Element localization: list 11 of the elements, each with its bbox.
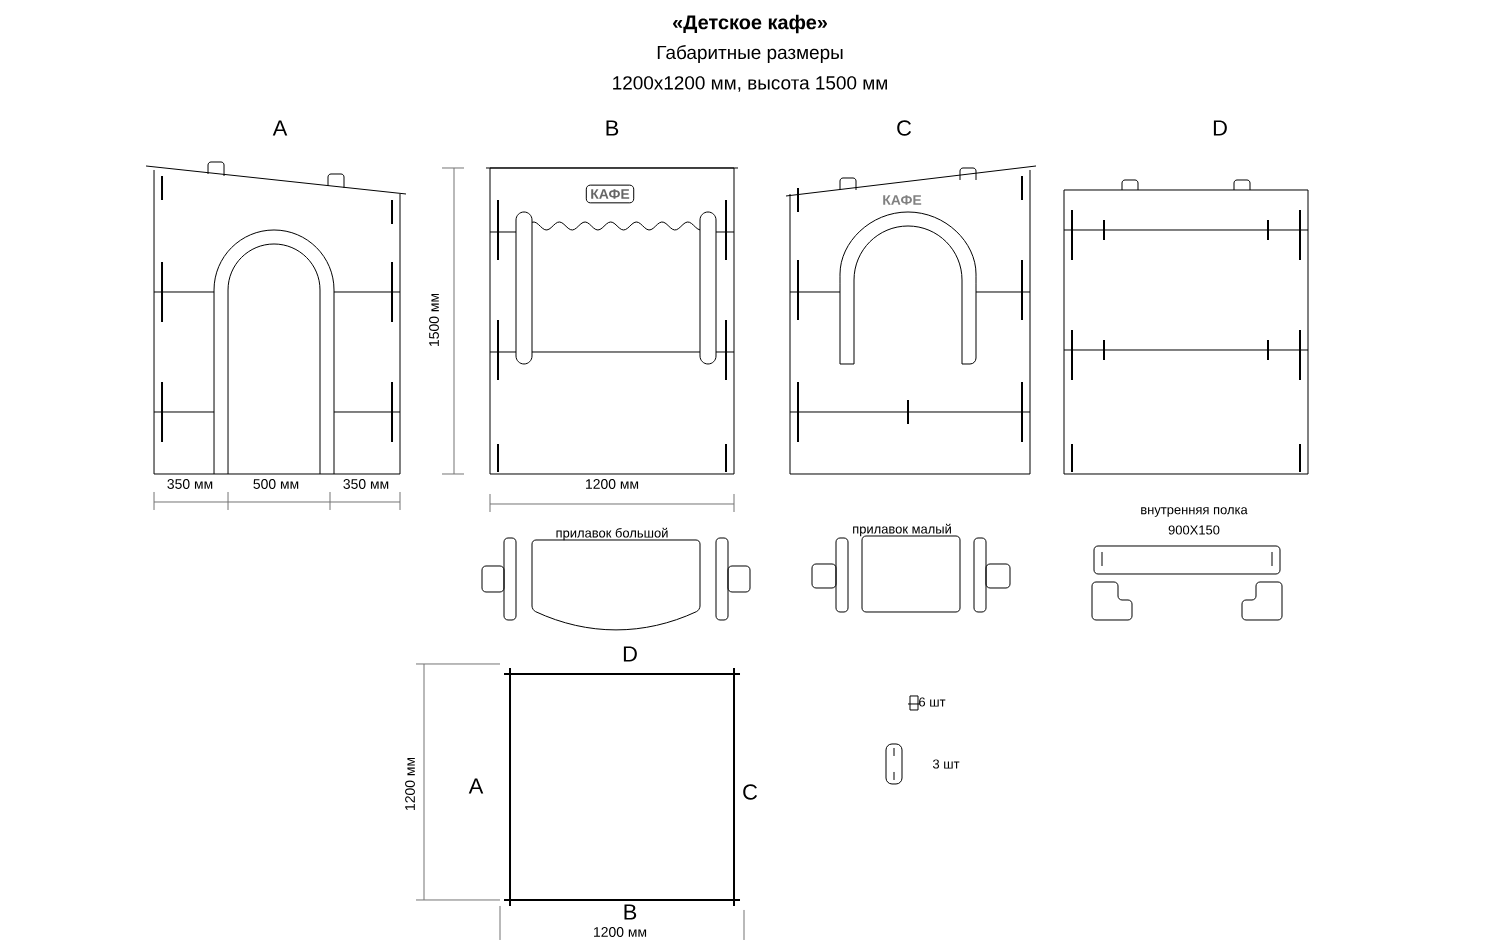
view-letter: A xyxy=(272,120,288,136)
subtitle: Габаритные размеры xyxy=(657,45,843,63)
side-letter: B xyxy=(624,904,637,920)
side-letter: A xyxy=(468,778,484,794)
view-letter: D xyxy=(1213,120,1227,136)
side-letter: C xyxy=(743,784,758,800)
title: «Детское кафе» xyxy=(673,14,827,34)
subtitle: 1200x1200 мм, высота 1500 мм xyxy=(613,76,887,92)
view-letter: B xyxy=(606,120,619,136)
side-letter: D xyxy=(623,646,637,662)
view-letter: C xyxy=(897,120,912,136)
